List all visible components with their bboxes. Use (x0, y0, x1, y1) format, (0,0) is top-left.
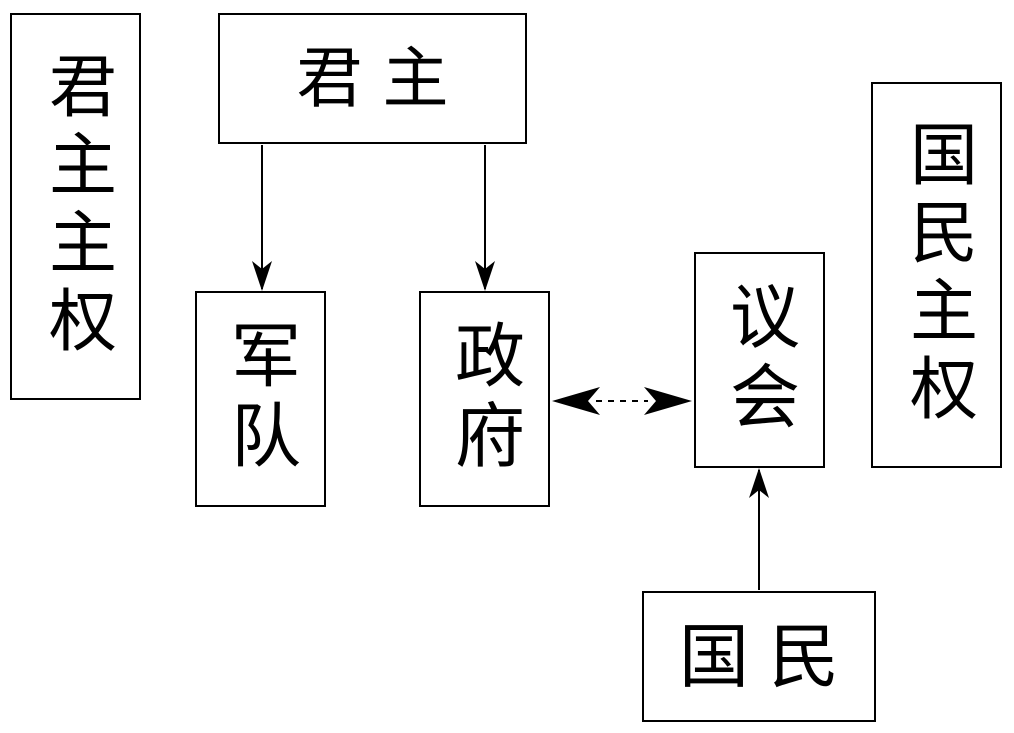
citizens-label: 国民 (679, 615, 859, 698)
monarch-label: 君主 (296, 39, 469, 117)
parliament-box: 议会 (694, 252, 825, 468)
popular-sovereignty-box: 国民主权 (871, 82, 1002, 468)
sovereign-rule-label: 君主主权 (36, 50, 116, 363)
army-box: 军队 (195, 291, 326, 507)
monarch-box: 君主 (218, 13, 527, 144)
government-side-arrowhead (552, 387, 600, 415)
government-label: 政府 (443, 319, 526, 479)
popular-sovereignty-label: 国民主权 (897, 119, 977, 431)
army-label: 军队 (219, 319, 302, 479)
parliament-label: 议会 (718, 280, 801, 440)
citizens-box: 国民 (642, 591, 876, 722)
parliament-side-arrowhead (644, 387, 692, 415)
government-box: 政府 (419, 291, 550, 507)
sovereign-rule-box: 君主主权 (10, 13, 141, 400)
